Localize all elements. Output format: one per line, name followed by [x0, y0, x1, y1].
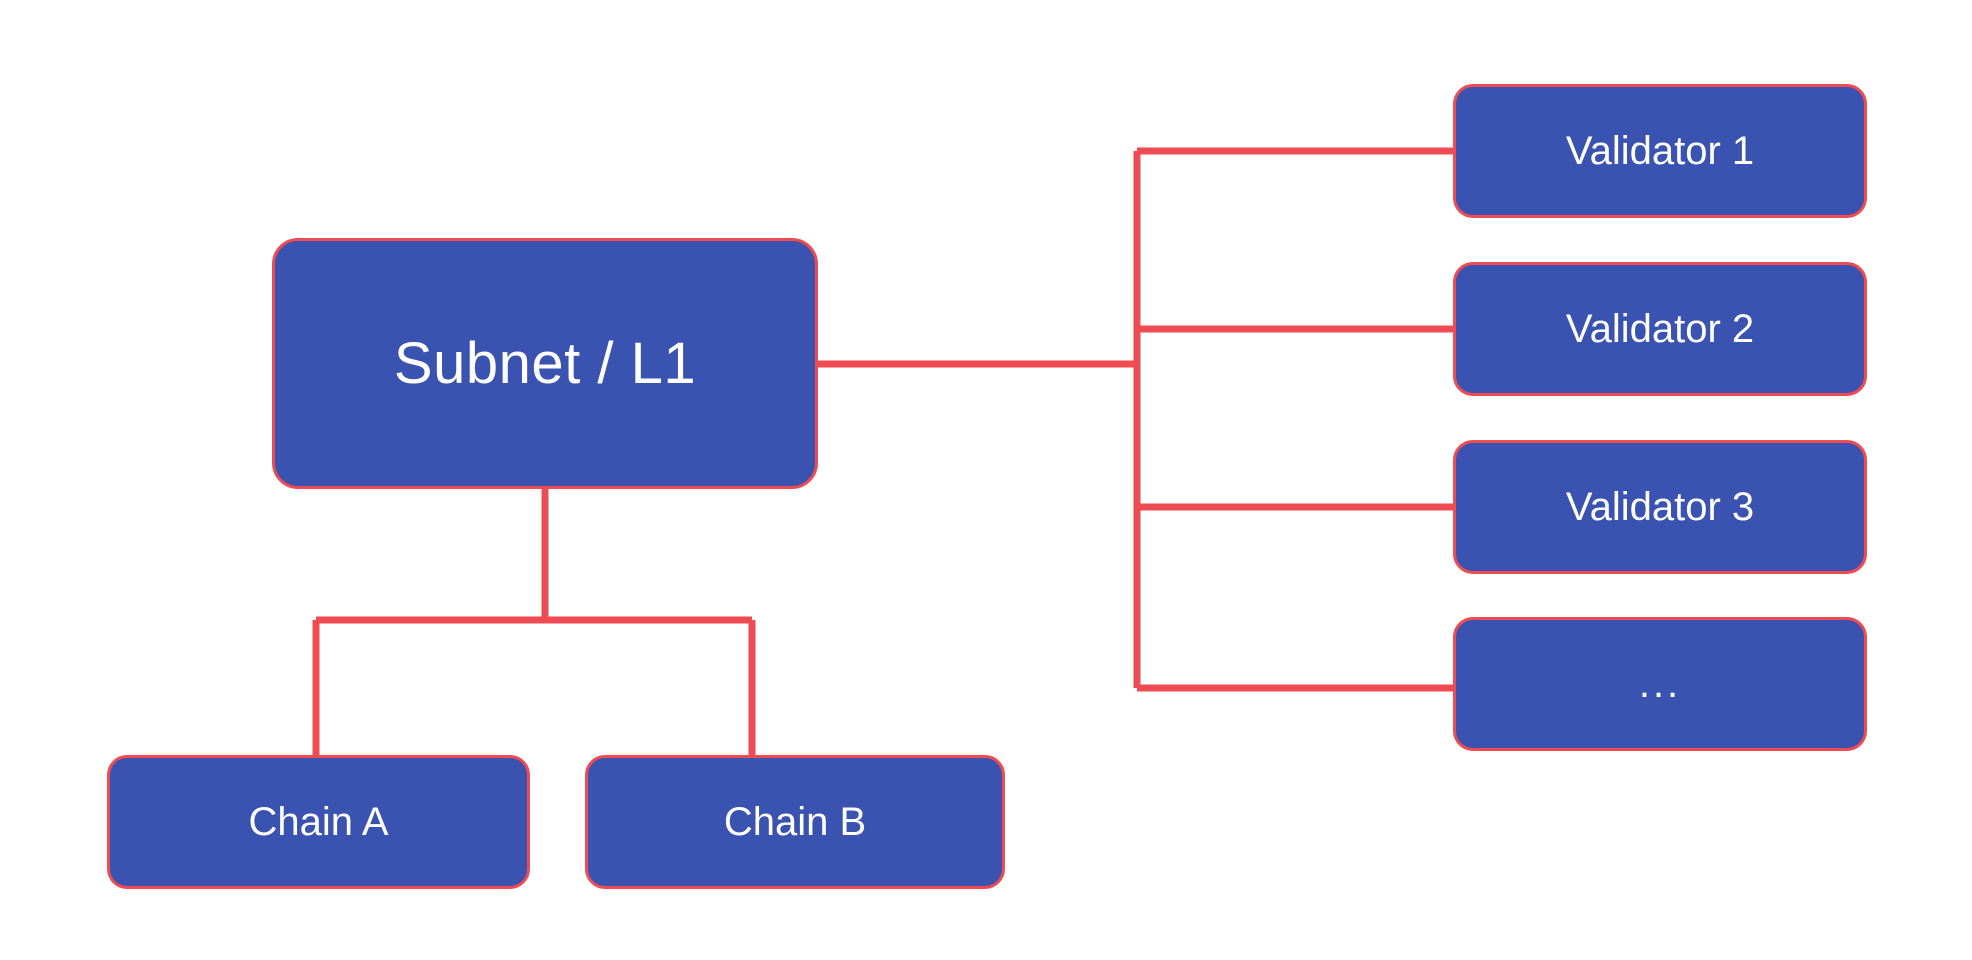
node-validator-2[interactable]: Validator 2 [1453, 262, 1867, 396]
node-validator-3-label: Validator 3 [1565, 485, 1755, 529]
node-chain-a[interactable]: Chain A [107, 755, 530, 889]
node-chain-a-label: Chain A [248, 800, 389, 844]
node-validator-1[interactable]: Validator 1 [1453, 84, 1867, 218]
node-validator-1-label: Validator 1 [1565, 129, 1755, 173]
node-validator-ellipsis-label: ... [1638, 662, 1682, 706]
node-chain-b-label: Chain B [723, 800, 867, 844]
node-validator-3[interactable]: Validator 3 [1453, 440, 1867, 574]
node-validator-ellipsis[interactable]: ... [1453, 617, 1867, 751]
node-subnet-l1[interactable]: Subnet / L1 [272, 238, 818, 489]
node-subnet-l1-label: Subnet / L1 [393, 330, 697, 396]
node-chain-b[interactable]: Chain B [585, 755, 1005, 889]
node-validator-2-label: Validator 2 [1565, 307, 1755, 351]
